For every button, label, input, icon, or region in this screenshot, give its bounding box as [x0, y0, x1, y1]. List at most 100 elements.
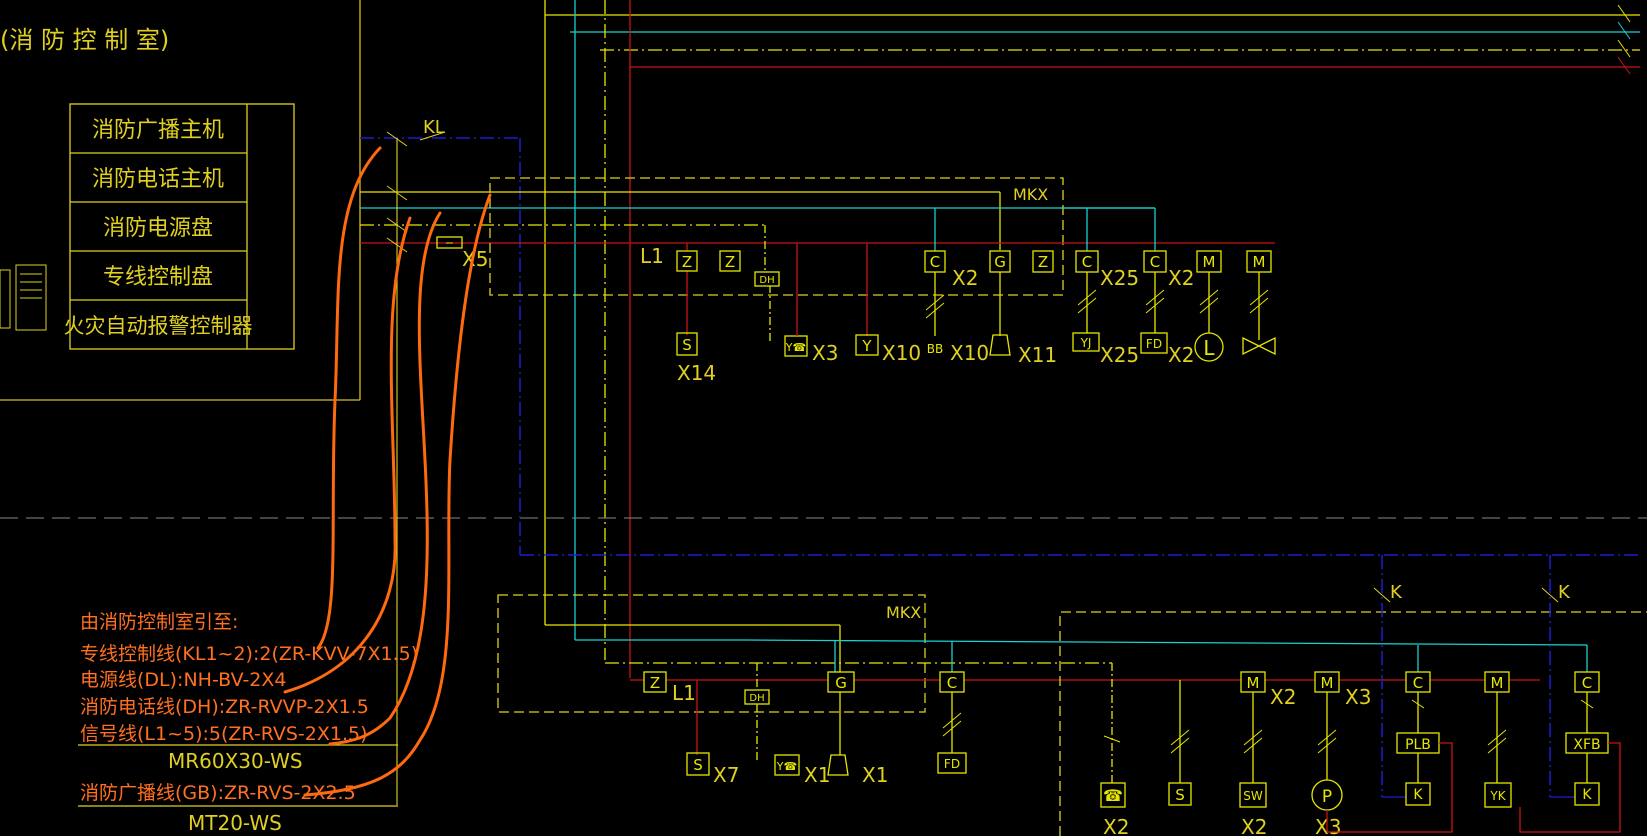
svg-text:☎: ☎: [1103, 786, 1123, 805]
svg-text:Y☎: Y☎: [785, 341, 806, 354]
upper-module-c3: C X2 FD X2: [1140, 208, 1194, 367]
cabinet-icon: [0, 264, 47, 331]
legend-line-1: 由消防控制室引至:: [80, 611, 238, 633]
legend-line-3: 电源线(DL):NH-BV-2X4: [80, 669, 287, 691]
svg-text:C: C: [930, 253, 940, 271]
right-module-sw: M X2 SW X2: [1239, 671, 1296, 836]
svg-text:Y: Y: [861, 337, 872, 355]
label-kl: KL: [423, 117, 445, 138]
svg-text:X14: X14: [677, 361, 716, 385]
svg-text:Y☎: Y☎: [776, 760, 797, 773]
vertical-risers: [544, 0, 631, 678]
svg-text:DH: DH: [759, 275, 774, 286]
leader-curves: [283, 146, 492, 797]
upper-l1-label: L1: [640, 244, 664, 268]
upper-module-m2: M: [1242, 250, 1276, 356]
upper-module-detector: Y X10: [796, 243, 921, 365]
svg-text:G: G: [994, 253, 1006, 271]
upper-mkx-box: MKX L1: [489, 177, 1275, 296]
upper-module-z3: Z: [1032, 250, 1054, 273]
svg-text:K: K: [1582, 787, 1592, 803]
svg-text:L: L: [1203, 336, 1215, 360]
svg-text:FD: FD: [1146, 337, 1162, 351]
svg-text:X10: X10: [950, 341, 989, 365]
upper-module-z1: Z S X14: [676, 243, 716, 385]
panel-row-dedicated: 专线控制盘: [103, 265, 213, 290]
right-module-pump: M X3 P X3: [1311, 671, 1371, 836]
svg-text:Z: Z: [725, 253, 735, 271]
right-module-xfb: C XFB K: [1519, 645, 1621, 833]
upper-module-g: G X11: [989, 250, 1057, 367]
upper-module-m1: M L: [1194, 250, 1224, 362]
legend-conduit-2: MT20-WS: [188, 811, 282, 835]
upper-module-z2: Z: [719, 250, 741, 272]
svg-text:X3: X3: [812, 341, 838, 365]
svg-text:X2: X2: [1241, 815, 1267, 836]
lower-module-dh: DH Y☎ X1: [744, 663, 830, 787]
svg-text:X3: X3: [1345, 685, 1371, 709]
right-module-phone: ☎ X2: [1100, 663, 1129, 836]
svg-text:C: C: [1150, 253, 1160, 271]
lower-mkx-box: MKX L1: [497, 594, 1588, 713]
svg-text:PLB: PLB: [1405, 737, 1431, 753]
svg-text:X2: X2: [1103, 815, 1129, 836]
svg-text:G: G: [835, 674, 847, 692]
upper-module-c1: C X2 BB X10: [924, 208, 989, 365]
panel-row-telephone: 消防电话主机: [92, 167, 224, 192]
lower-mkx-label: MKX: [886, 603, 921, 622]
svg-text:P: P: [1322, 787, 1332, 807]
svg-text:Z: Z: [682, 253, 692, 271]
svg-text:X3: X3: [1315, 815, 1341, 836]
legend-line-2: 专线控制线(KL1~2):2(ZR-KVV-7X1.5): [80, 643, 418, 665]
k-label-1: K: [1390, 582, 1403, 603]
panel-row-power: 消防电源盘: [103, 216, 213, 241]
svg-text:X10: X10: [882, 341, 921, 365]
svg-text:X7: X7: [713, 763, 739, 787]
legend-conduit-1: MR60X30-WS: [168, 749, 303, 773]
upper-module-c2: C X25 YJ X25: [1072, 208, 1139, 367]
svg-text:X11: X11: [1018, 343, 1057, 367]
svg-text:X2: X2: [1270, 685, 1296, 709]
legend: 由消防控制室引至: 专线控制线(KL1~2):2(ZR-KVV-7X1.5) 电…: [78, 611, 418, 835]
top-bus-lines: [545, 4, 1640, 75]
right-module-plb: C PLB K: [1326, 645, 1453, 833]
k-label-2: K: [1558, 582, 1571, 603]
svg-text:C: C: [1413, 674, 1423, 692]
svg-text:S: S: [682, 336, 692, 354]
svg-text:S: S: [1175, 786, 1185, 804]
control-room-frame: (消 防 控 制 室): [0, 0, 361, 401]
svg-text:X25: X25: [1100, 266, 1139, 290]
svg-text:M: M: [1253, 253, 1266, 271]
svg-text:C: C: [1082, 253, 1092, 271]
legend-broadcast: 消防广播线(GB):ZR-RVS-2X2.5: [80, 782, 356, 804]
svg-text:S: S: [693, 756, 703, 774]
right-module-yk: M YK: [1484, 671, 1512, 808]
upper-mkx-label: MKX: [1013, 185, 1048, 204]
svg-text:C: C: [947, 674, 957, 692]
legend-line-5: 信号线(L1~5):5(ZR-RVS-2X1.5): [80, 723, 368, 745]
svg-text:SW: SW: [1243, 789, 1263, 803]
svg-text:K: K: [1413, 787, 1423, 803]
panel-row-fire-alarm-controller: 火灾自动报警控制器: [64, 314, 253, 338]
svg-text:YK: YK: [1489, 789, 1506, 803]
panel-row-broadcast: 消防广播主机: [92, 118, 224, 143]
control-room-title: (消 防 控 制 室): [0, 26, 169, 54]
svg-text:X2: X2: [952, 266, 978, 290]
upper-module-dh: DH Y☎ X3: [754, 225, 838, 365]
svg-text:C: C: [1582, 674, 1592, 692]
svg-text:X25: X25: [1100, 343, 1139, 367]
svg-text:YJ: YJ: [1080, 336, 1092, 350]
lower-module-z: Z S X7: [643, 671, 739, 787]
svg-text:X1: X1: [862, 763, 888, 787]
legend-line-4: 消防电话线(DH):ZR-RVVP-2X1.5: [80, 696, 369, 718]
right-module-s: S: [1168, 680, 1192, 806]
lower-module-g: G X1: [827, 640, 888, 787]
lower-l1-label: L1: [672, 681, 696, 705]
svg-text:DH: DH: [749, 693, 764, 704]
svg-text:M: M: [1203, 253, 1216, 271]
svg-text:FD: FD: [944, 757, 960, 771]
right-box: K K: [1059, 555, 1647, 836]
svg-text:M: M: [1321, 674, 1334, 692]
svg-text:Z: Z: [1038, 253, 1048, 271]
